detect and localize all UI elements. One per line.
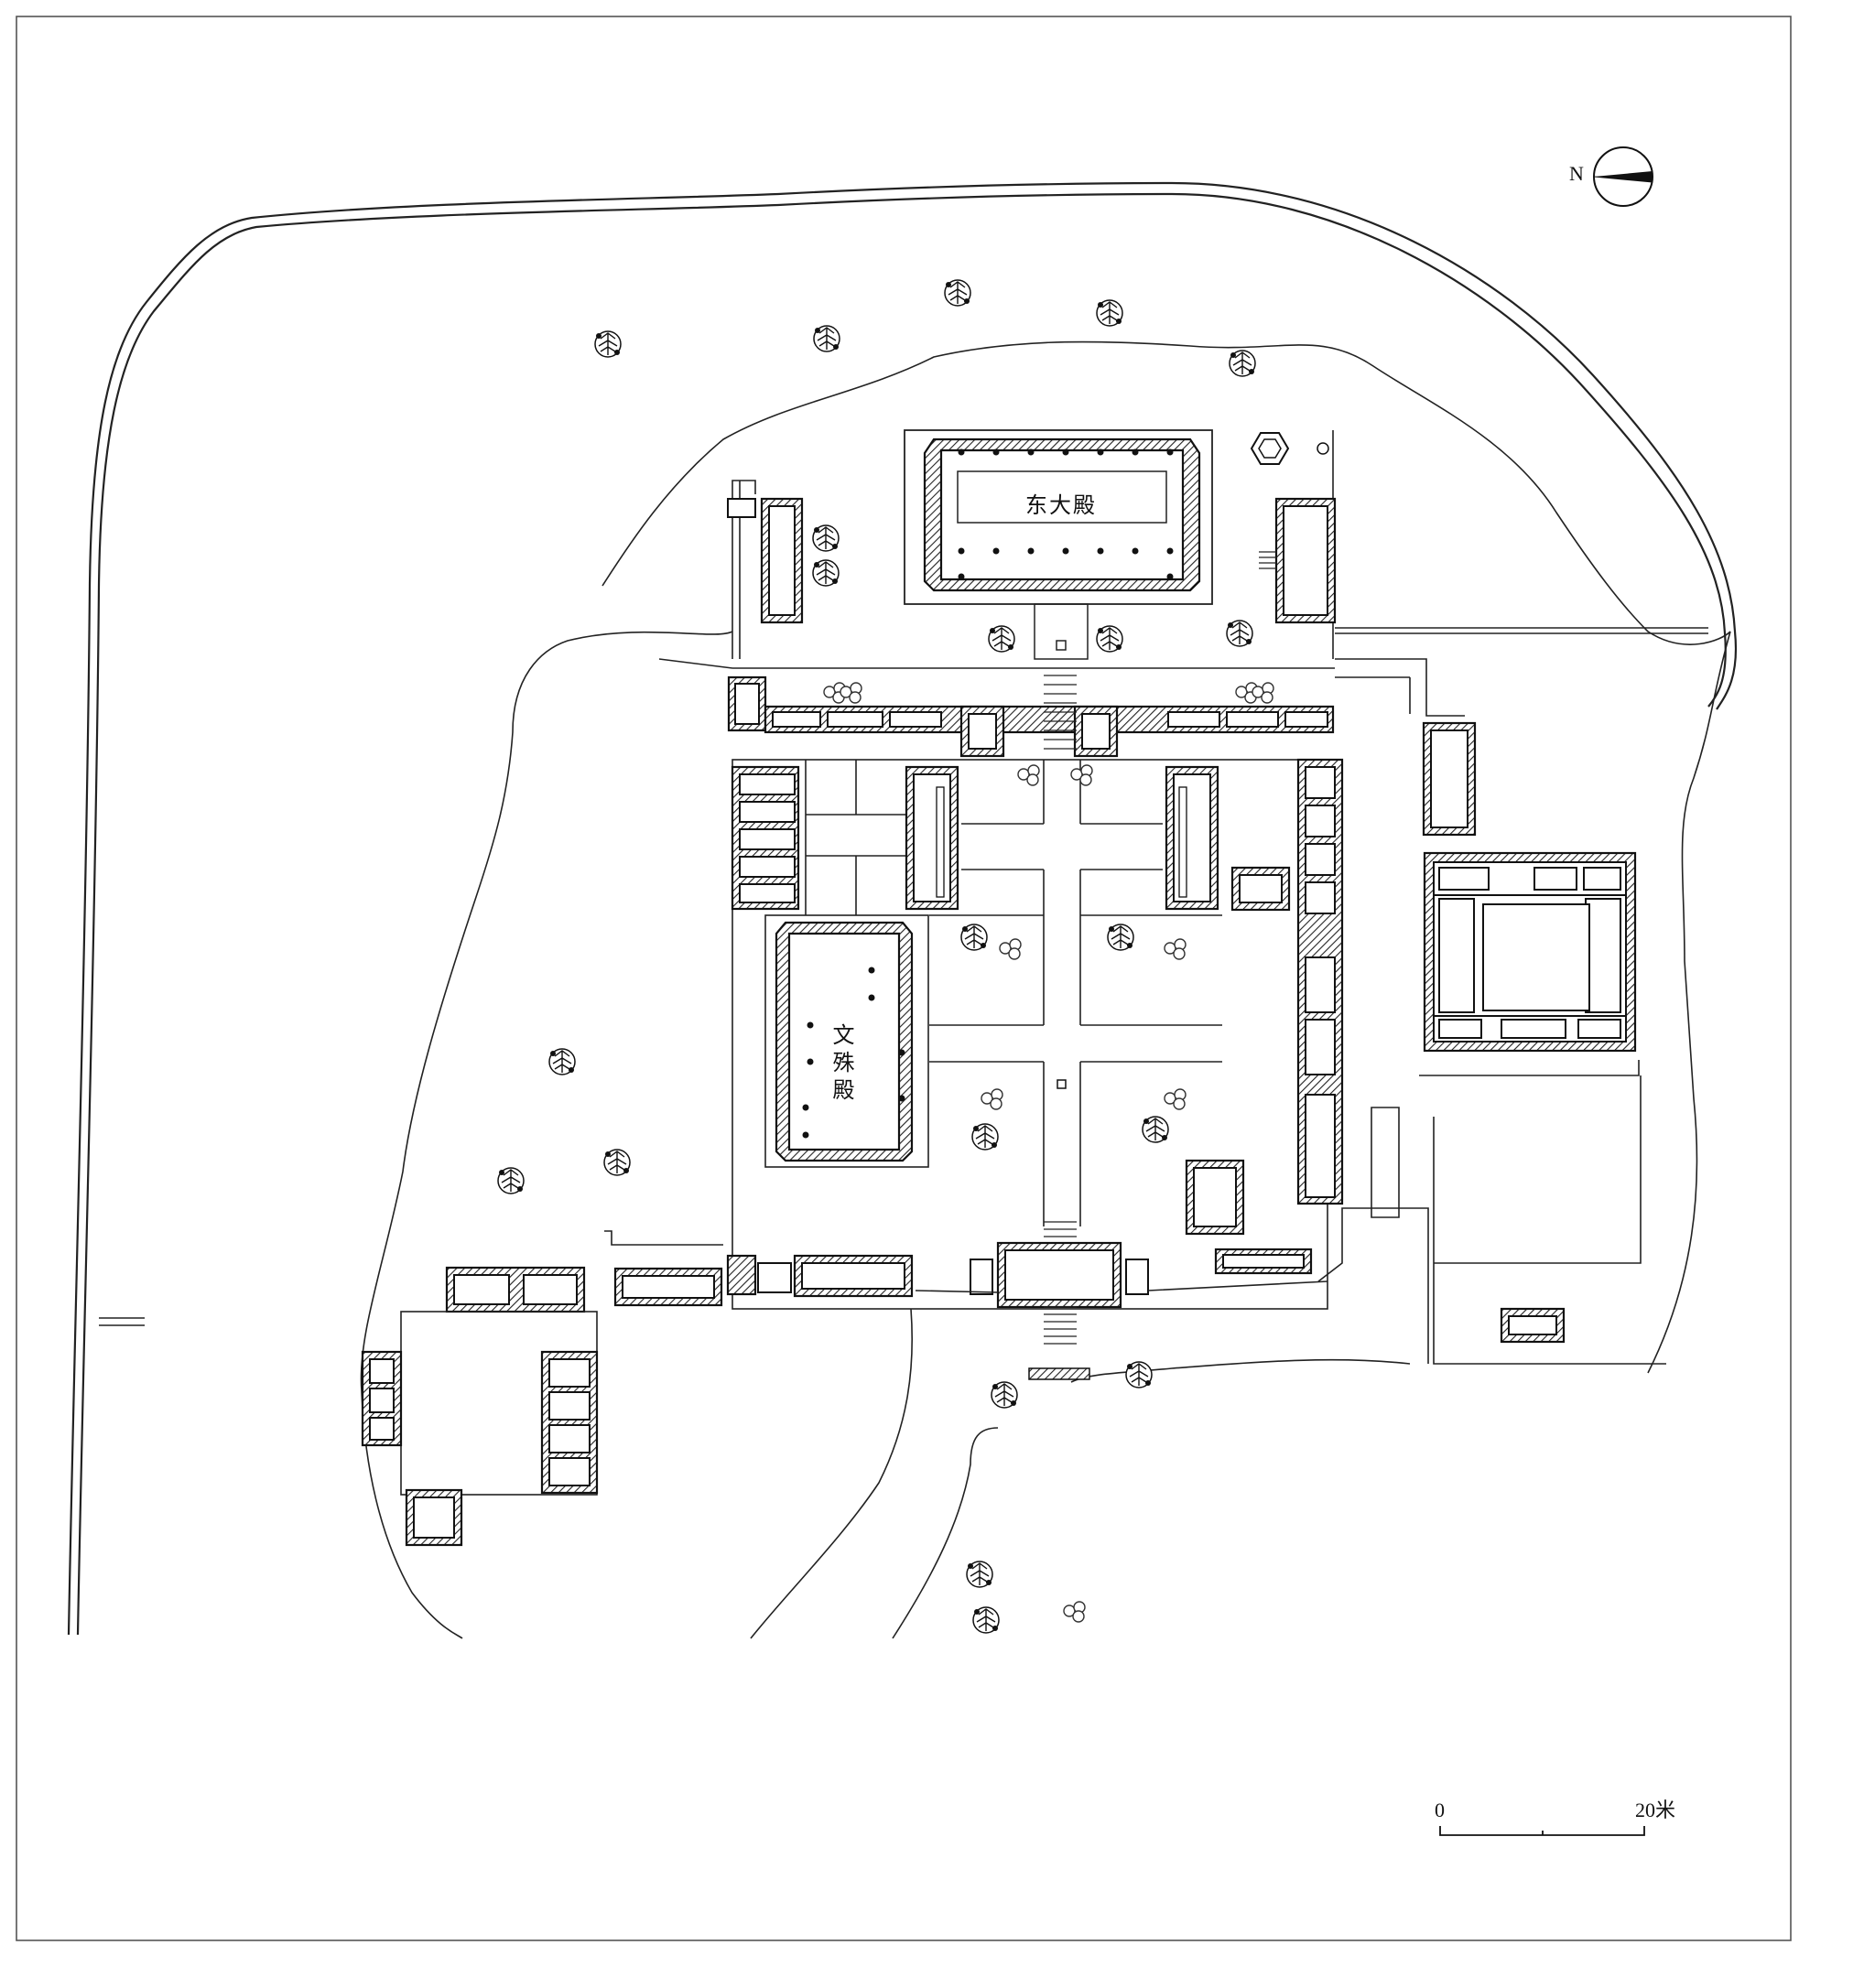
tree-icon	[548, 1048, 576, 1075]
shrub-icon	[981, 1088, 1003, 1110]
west-compound	[361, 1266, 599, 1547]
tree-icon	[1125, 1361, 1153, 1388]
east-courtyard-compound	[1317, 658, 1666, 1365]
east-hall	[923, 438, 1201, 592]
tree-icon	[603, 1149, 631, 1176]
court-west-wing	[905, 765, 959, 911]
tree-icon	[988, 625, 1015, 653]
shrub-icon	[999, 938, 1022, 960]
terrain-boundary	[67, 181, 1738, 1636]
tree-icon	[1107, 924, 1134, 951]
tree-icon	[1229, 350, 1256, 377]
tree-icon	[971, 1123, 999, 1151]
tree-icon	[812, 559, 840, 587]
central-court	[732, 759, 1328, 1310]
east-hall-label: 东大殿	[1025, 493, 1097, 518]
manjusri-hall-platform	[764, 914, 929, 1168]
tree-icon	[966, 1561, 993, 1588]
terrain-paths	[99, 340, 1731, 1639]
front-west-range	[604, 1230, 914, 1307]
east-side-building-upper	[1259, 497, 1337, 624]
tree-icon	[991, 1381, 1018, 1409]
sheet-border	[16, 16, 1792, 1941]
shrub-icon	[1164, 1088, 1187, 1110]
scale-bar-end-label: 20米	[1635, 1799, 1675, 1821]
center-marker	[1057, 1079, 1067, 1089]
east-hall-steps	[1034, 603, 1089, 660]
west-side-building-upper	[727, 480, 804, 659]
tree-icon	[960, 924, 988, 951]
tree-icon	[972, 1606, 1000, 1634]
tree-icon	[812, 524, 840, 552]
tree-icon	[594, 330, 622, 358]
compass-icon	[1593, 146, 1653, 207]
court-west-rooms	[731, 765, 800, 911]
hexagonal-pavilion	[1250, 432, 1290, 465]
front-gate	[970, 1221, 1149, 1380]
tree-icon	[1096, 299, 1123, 327]
tree-icon	[497, 1167, 525, 1194]
tree-icon	[1226, 620, 1253, 647]
east-hall-columns	[958, 448, 1174, 580]
shrub-icon	[1017, 764, 1040, 786]
well	[1317, 442, 1329, 455]
manjusri-hall-label: 文殊殿	[829, 1023, 854, 1106]
tree-icon	[813, 325, 840, 352]
compass-north-label: N	[1569, 162, 1584, 185]
court-east-rooms	[1185, 758, 1344, 1275]
tree-icon	[944, 279, 971, 307]
manjusri-hall	[775, 921, 914, 1162]
tree-icon	[1096, 625, 1123, 653]
middle-gate-range	[727, 675, 1335, 758]
tree-icon	[1142, 1116, 1169, 1143]
shrub-icon	[1164, 938, 1187, 960]
shrub-icon	[1070, 764, 1093, 786]
scale-bar	[1439, 1826, 1645, 1836]
manjusri-hall-columns	[802, 967, 905, 1139]
scale-bar-start-label: 0	[1435, 1799, 1445, 1821]
court-east-wing	[1165, 765, 1219, 911]
shrub-icon	[1063, 1601, 1086, 1623]
